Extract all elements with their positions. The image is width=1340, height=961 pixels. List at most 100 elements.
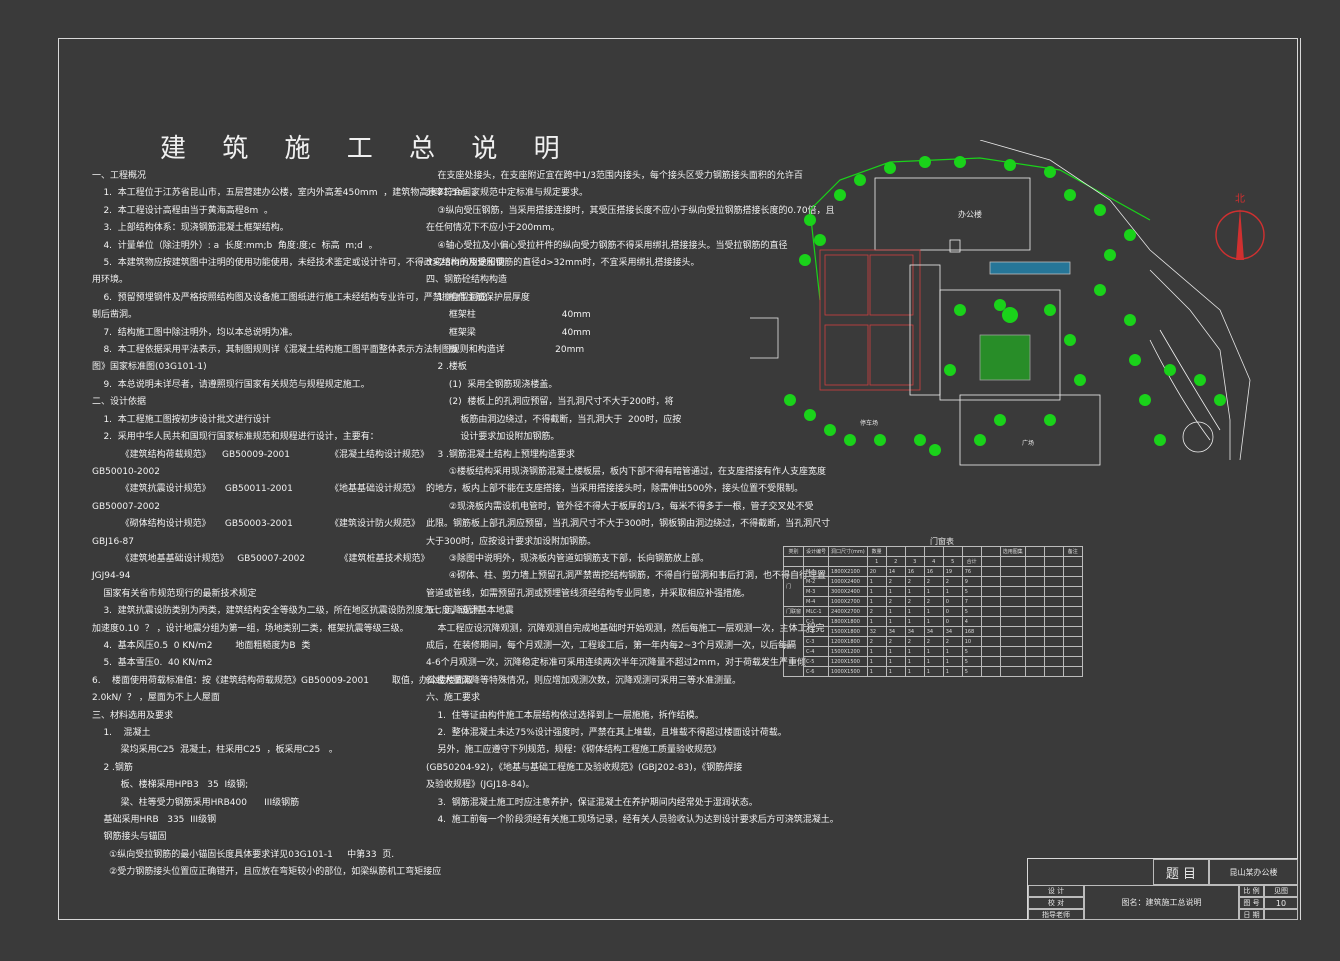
- door-table-cell: 2: [923, 636, 944, 647]
- door-table-cell-empty: [1043, 616, 1064, 627]
- door-table-cell-empty: [999, 596, 1026, 607]
- door-table-cell-empty: [1024, 656, 1045, 667]
- door-table-cell: C-2: [803, 626, 830, 637]
- door-table-cell-empty: [1043, 646, 1064, 657]
- door-table-cell-empty: [1062, 666, 1083, 677]
- title-block-sheet-label: 图 号: [1239, 897, 1264, 909]
- note-line: 4-6个月观测一次，沉降稳定标准可采用连续两次半年沉降量不超过2mm，对于荷载发…: [426, 658, 806, 669]
- door-table-cell: 20: [866, 566, 887, 577]
- note-line: 成后，在装修期间，每个月观测一次，工程竣工后，第一年内每2~3个月观测一次，以后…: [426, 640, 796, 651]
- door-table-cell-empty: [1062, 586, 1083, 597]
- door-table-cell-empty: [1062, 606, 1083, 617]
- title-block-check: 校 对: [1028, 897, 1084, 909]
- door-table-cell: 2: [923, 596, 944, 607]
- door-table-cell: C-5: [803, 656, 830, 667]
- door-table-cell-empty: [999, 566, 1026, 577]
- door-table-cell-empty: [980, 596, 1001, 607]
- door-table-cell-empty: [980, 656, 1001, 667]
- note-line: 梁、柱等受力钢筋采用HRB400 III级钢筋: [92, 797, 300, 808]
- door-table-cell-empty: [1024, 576, 1045, 587]
- site-plan: 办公楼 广场 停车场 北: [750, 140, 1265, 466]
- door-table-cell: 5: [961, 586, 982, 597]
- door-table-cell-empty: [980, 576, 1001, 587]
- north-arrow-icon: 北: [1215, 193, 1265, 260]
- door-table-subheader: [1062, 556, 1083, 567]
- door-table-cell-empty: [1043, 636, 1064, 647]
- door-table-subheader: 4: [923, 556, 944, 567]
- note-line: 基础采用HRB 335 III级钢: [92, 815, 217, 826]
- note-line: 一、工程概况: [92, 171, 147, 181]
- note-line: ④轴心受拉及小偏心受拉杆件的纵向受力钢筋不得采用绑扎搭接接头。当受拉钢筋的直径: [426, 240, 788, 251]
- door-table-cell: 0: [942, 616, 963, 627]
- door-table-cell: 9: [961, 576, 982, 587]
- note-line: 8. 本工程依据采用平法表示，其制图规则详《混凝土结构施工图平面整体表示方法制图…: [92, 345, 505, 356]
- door-table-cell: 1: [904, 646, 925, 657]
- door-table-cell-empty: [1062, 566, 1083, 577]
- door-table-cell: 2: [885, 636, 906, 647]
- door-table-cell: 1: [923, 586, 944, 597]
- note-line: 《建筑地基基础设计规范》 GB50007-2002 《建筑桩基技术规范》: [92, 553, 430, 564]
- note-line: 本工程应设沉降观测，沉降观测自完成地基础时开始观测，然后每施工一层观测一次，主体…: [426, 623, 825, 634]
- door-table-subheader: [828, 556, 868, 567]
- title-block-drawing-name: 图名：建筑施工总说明: [1084, 885, 1239, 920]
- note-line: (2) 楼板上的孔洞应预留，当孔洞尺寸不大于200时，将: [426, 397, 674, 408]
- door-table-cell: 16: [904, 566, 925, 577]
- door-table-cell: 1: [904, 616, 925, 627]
- door-table-cell-empty: [980, 586, 1001, 597]
- door-table-cell: 7: [961, 596, 982, 607]
- note-line: 1. 住等证由构件施工本层结构依过选择到上一层施施，拆作结模。: [426, 710, 704, 721]
- note-line: (GB50204-92)，《地基与基础工程施工及验收规范》(GBJ202-83)…: [426, 762, 743, 773]
- note-line: 9. 本总说明未详尽者，请遵照现行国家有关规范与规程规定施工。: [92, 379, 370, 390]
- note-line: 《砌体结构设计规范》 GB50003-2001 《建筑设计防火规范》: [92, 519, 421, 530]
- note-line: 1. 本工程位于江苏省昆山市，五层营建办公楼，室内外高差450mm ，建筑物高度…: [92, 188, 481, 199]
- door-table-cell: 1: [942, 646, 963, 657]
- note-line: 六、施工要求: [426, 693, 481, 704]
- door-table-cell: 2: [942, 636, 963, 647]
- door-table-cell: 2400X2700: [828, 606, 868, 617]
- door-table-cell: 1: [904, 606, 925, 617]
- door-table-cell: 2: [942, 576, 963, 587]
- note-line: (1) 采用全钢筋现浇楼盖。: [426, 379, 558, 390]
- door-table-subheader: 合计: [961, 556, 982, 567]
- note-line: 2. 本工程设计高程由当于黄海高程8m 。: [92, 205, 273, 216]
- site-label-parking: 停车场: [860, 419, 878, 427]
- door-table-cell: M-3: [803, 586, 830, 597]
- title-block-subject: 昆山某办公楼: [1209, 859, 1298, 885]
- door-table-cell-empty: [1043, 666, 1064, 677]
- door-table-cell: 1: [942, 586, 963, 597]
- note-line: 二、设计依据: [92, 397, 147, 408]
- door-table-cell: 2: [866, 636, 887, 647]
- door-table-cell: 1: [885, 666, 906, 677]
- note-line: 五、沉降观测: [426, 606, 481, 617]
- door-table-cell-empty: [1062, 646, 1083, 657]
- door-table-cell: 34: [904, 626, 925, 637]
- door-table-cell-empty: [999, 576, 1026, 587]
- door-table-cell-empty: [1024, 626, 1045, 637]
- notes-column-right: 在支座处接头，在支座附近宜在跨中1/3范围内接头，每个接头区受力钢筋接头面积的允…: [426, 168, 839, 829]
- title-block-scale: 见图: [1264, 885, 1298, 897]
- note-line: 《建筑结构荷载规范》 GB50009-2001 《混凝土结构设计规范》: [92, 449, 430, 460]
- door-table-cell: 1000X1500: [828, 666, 868, 677]
- door-table-cell-empty: [1043, 576, 1064, 587]
- door-table-cell: 1500X1200: [828, 646, 868, 657]
- note-line: 板筋由洞边绕过，不得截断，当孔洞大于 200时，应按: [426, 414, 682, 425]
- door-table-cell: 1: [866, 586, 887, 597]
- door-table-cell: 1: [866, 596, 887, 607]
- note-line: 5. 本建筑物应按建筑图中注明的使用功能使用，未经技术鉴定或设计许可，不得改变结…: [92, 258, 505, 269]
- note-line: 在支座处接头，在支座附近宜在跨中1/3范围内接头，每个接头区受力钢筋接头面积的允…: [426, 171, 803, 181]
- note-line: GB50007-2002: [92, 501, 160, 512]
- door-table-group: 门: [782, 566, 805, 607]
- note-line: 钢筋接头与锚固: [92, 832, 167, 843]
- title-block: 题 目 昆山某办公楼 设 计 校 对 指导老师 图名：建筑施工总说明 比 例 见…: [1027, 858, 1298, 920]
- door-table-group: 窗: [782, 616, 805, 677]
- door-table-cell-empty: [980, 666, 1001, 677]
- note-line: 《建筑抗震设计规范》 GB50011-2001 《地基基础设计规范》: [92, 484, 421, 495]
- title-block-scale-label: 比 例: [1239, 885, 1264, 897]
